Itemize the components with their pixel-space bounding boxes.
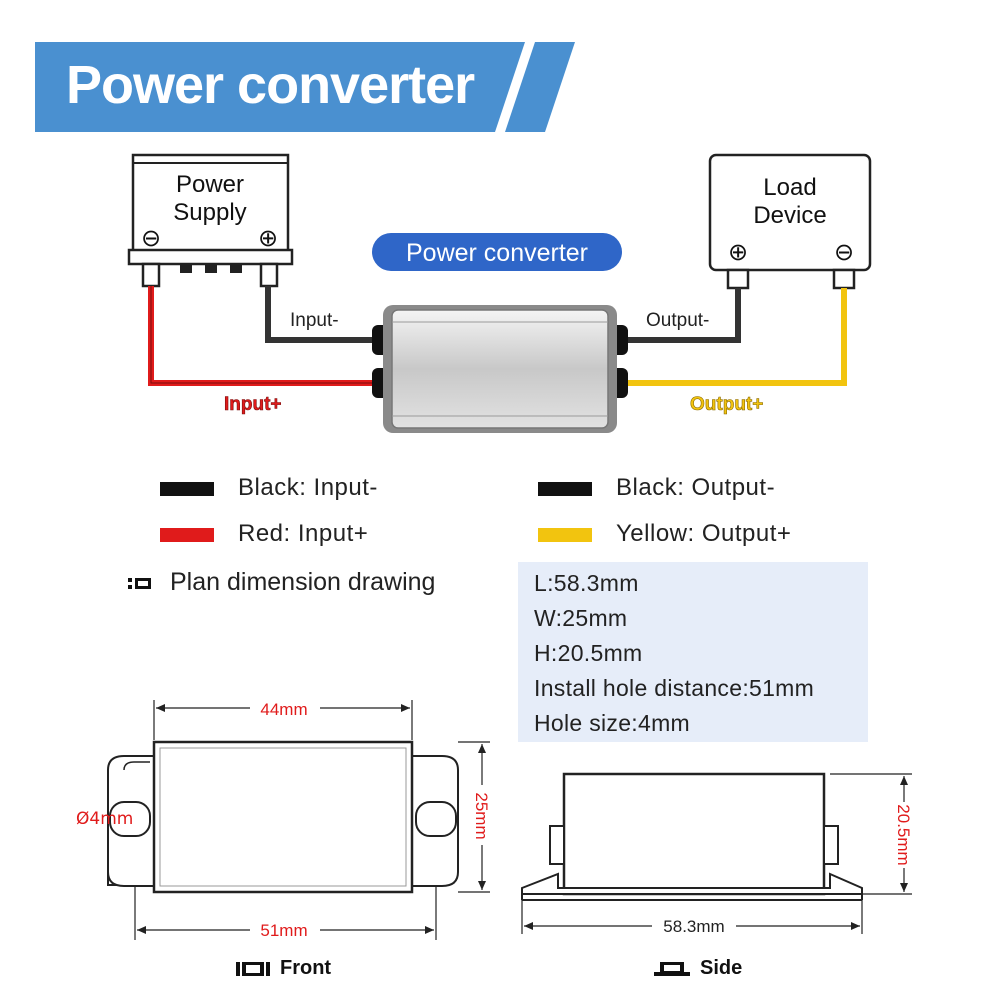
side-view-icon bbox=[654, 962, 690, 976]
title-banner bbox=[35, 42, 575, 132]
side-view-drawing: 20.5mm 58.3mm bbox=[521, 772, 916, 936]
spec-hole-size: Hole size:4mm bbox=[534, 710, 690, 736]
side-right-connector bbox=[823, 825, 839, 865]
input-minus-label: Input- bbox=[290, 310, 339, 331]
front-view-icon bbox=[236, 962, 270, 976]
spec-width: W:25mm bbox=[534, 605, 628, 631]
legend-yellow-output: Yellow: Output+ bbox=[616, 520, 792, 547]
legend-red-input: Red: Input+ bbox=[238, 520, 369, 547]
converter-badge-text: Power converter bbox=[406, 239, 588, 267]
output-minus-label: Output- bbox=[646, 310, 709, 331]
front-body bbox=[152, 740, 414, 894]
front-view-drawing: 44mm Ø4mm 25mm 51mm bbox=[76, 698, 494, 940]
load-device: Load Device ⊕ ⊖ bbox=[708, 153, 872, 290]
load-terminal-plus bbox=[726, 268, 750, 290]
supply-terminal-plus bbox=[259, 262, 279, 288]
legend-swatch-yellow bbox=[538, 528, 592, 542]
spec-box: L:58.3mm W:25mm H:20.5mm Install hole di… bbox=[518, 562, 868, 742]
legend-black-output: Black: Output- bbox=[616, 474, 776, 501]
side-view-label: Side bbox=[700, 957, 743, 979]
legend-swatch-black-output bbox=[538, 482, 592, 496]
supply-terminal-minus bbox=[141, 262, 161, 288]
plus-icon: ⊕ bbox=[258, 224, 278, 252]
wire-output-minus bbox=[622, 288, 741, 343]
load-device-label-2: Device bbox=[753, 202, 826, 229]
minus-icon: ⊖ bbox=[141, 224, 161, 252]
side-mounting-flange bbox=[521, 872, 863, 895]
wire-input-plus bbox=[148, 286, 378, 386]
spec-hole-distance: Install hole distance:51mm bbox=[534, 675, 815, 701]
front-top-dimension: 44mm bbox=[260, 700, 307, 719]
spec-length: L:58.3mm bbox=[534, 570, 639, 596]
banner-main bbox=[35, 42, 525, 132]
wire-output-plus bbox=[622, 288, 847, 386]
side-height-dimension: 20.5mm bbox=[894, 804, 913, 865]
banner-title: Power converter bbox=[66, 55, 475, 115]
banner-stripe bbox=[505, 42, 575, 132]
front-hole-dimension: Ø4mm bbox=[76, 809, 133, 829]
side-length-dimension: 58.3mm bbox=[663, 917, 724, 936]
wire-input-minus bbox=[265, 286, 378, 343]
legend-swatch-black-input bbox=[160, 482, 214, 496]
front-bottom-dimension: 51mm bbox=[260, 921, 307, 940]
wire-input-plus-edge bbox=[150, 286, 378, 384]
legend-black-input: Black: Input- bbox=[238, 474, 378, 501]
side-body bbox=[562, 772, 826, 896]
drawing-icon bbox=[128, 578, 151, 589]
wiring-diagram: Power Supply ⊖ ⊕ Load Device ⊕ ⊖ bbox=[127, 153, 872, 433]
power-supply-label-2: Supply bbox=[173, 199, 246, 226]
converter-module bbox=[372, 305, 628, 433]
front-view-label: Front bbox=[280, 957, 332, 979]
power-supply-label-1: Power bbox=[176, 171, 244, 198]
minus-icon: ⊖ bbox=[834, 238, 854, 266]
converter-badge bbox=[372, 233, 622, 271]
front-right-dimension: 25mm bbox=[472, 792, 491, 839]
plus-icon: ⊕ bbox=[728, 238, 748, 266]
side-left-connector bbox=[549, 825, 565, 865]
power-supply: Power Supply ⊖ ⊕ bbox=[127, 153, 294, 288]
output-plus-label: Output+ bbox=[690, 394, 763, 415]
load-device-label-1: Load bbox=[763, 174, 816, 201]
input-plus-label: Input+ bbox=[224, 394, 282, 415]
plan-dimension-title: Plan dimension drawing bbox=[170, 568, 436, 596]
legend-swatch-red bbox=[160, 528, 214, 542]
spec-height: H:20.5mm bbox=[534, 640, 643, 666]
load-terminal-minus bbox=[832, 268, 856, 290]
